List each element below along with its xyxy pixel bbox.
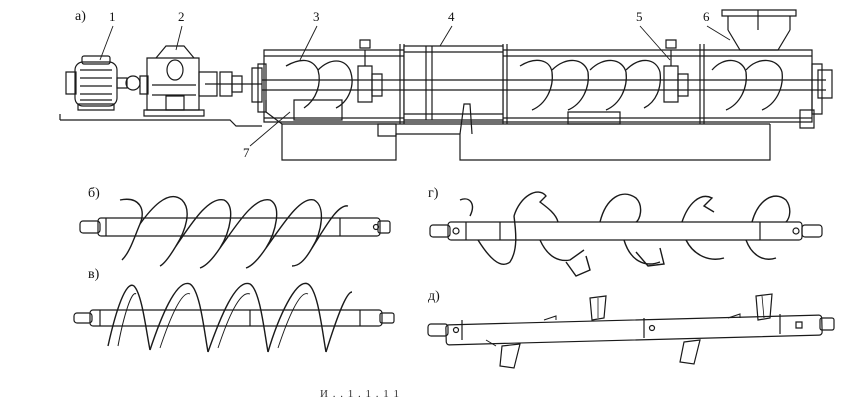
part-number-1: 1 [109,9,116,24]
assembly-drawing [60,10,832,160]
gear-reducer [140,46,217,116]
hanger-bearings [252,40,832,102]
drive-frame [60,114,262,126]
part-number-3: 3 [313,9,320,24]
coupling [205,72,262,96]
screw-b [80,197,390,268]
trough-screw-flights [286,60,782,110]
panel-label-b: б) [88,186,100,201]
screw-shaft [262,80,826,90]
panel-label-g: г) [428,186,439,201]
figure-caption: И . . 1 . 1 . 1 1 [320,388,400,400]
part-number-6: 6 [703,9,710,24]
trough-body [258,44,822,124]
part-number-2: 2 [178,9,185,24]
part-number-7: 7 [243,145,250,160]
part-number-5: 5 [636,9,643,24]
electric-motor [66,56,140,110]
screw-d [428,294,834,368]
inlet-hopper [722,10,796,50]
part-number-4: 4 [448,9,455,24]
support-frame [266,100,814,160]
panel-label-d: д) [428,289,440,304]
screw-g [430,192,822,276]
panel-label-a: а) [75,9,86,24]
panel-label-v: в) [88,267,100,282]
screw-v [74,283,394,352]
